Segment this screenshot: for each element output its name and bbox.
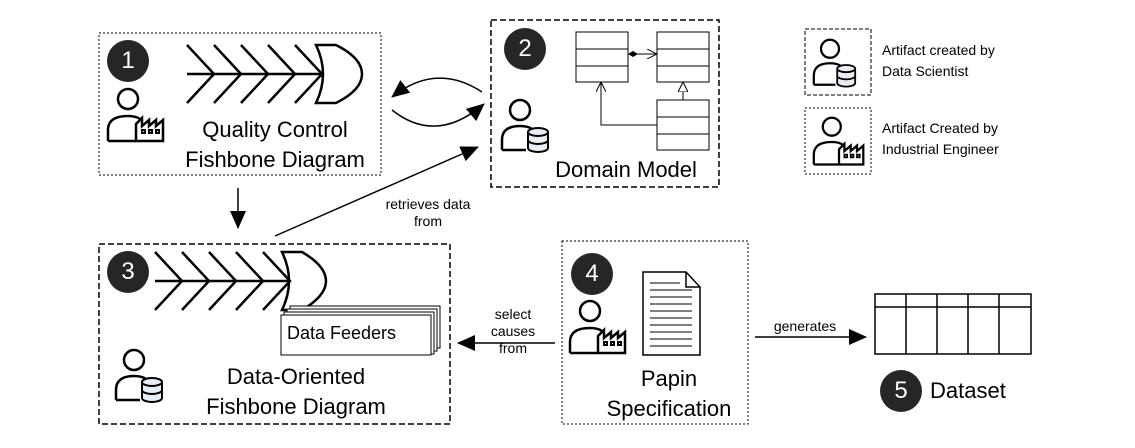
step3-number-badge: 3 (107, 251, 149, 293)
legend-ds-line1: Artifact created by (882, 42, 995, 58)
step4-box (561, 240, 749, 425)
arrow-step3-to-step2 (274, 146, 479, 237)
step3-title-line2: Fishbone Diagram (206, 394, 386, 419)
legend-ie-line1: Artifact Created by (882, 120, 998, 136)
step3-title-line1: Data-Oriented (226, 364, 366, 389)
select-causes-label: select causes from (478, 306, 548, 357)
step3-box (98, 243, 451, 425)
step2-title: Domain Model (555, 157, 697, 182)
legend-box-data-scientist (804, 28, 872, 96)
industrial-engineer-icon (568, 299, 627, 355)
step5-number-badge: 5 (880, 370, 922, 412)
step1-title: Quality Control Fishbone Diagram (180, 117, 370, 173)
step3-title: Data-Oriented Fishbone Diagram (176, 364, 416, 420)
retrieves-line2: from (414, 213, 442, 229)
step1-title-line1: Quality Control (202, 117, 348, 142)
data-feeders-label: Data Feeders (287, 323, 397, 343)
industrial-engineer-icon (812, 116, 865, 166)
select-line2: causes (490, 323, 536, 339)
select-line3: from (499, 340, 527, 356)
data-scientist-icon (500, 98, 549, 153)
step1-title-line2: Fishbone Diagram (185, 147, 365, 172)
step1-box (98, 32, 382, 176)
step1-number-badge: 1 (107, 40, 149, 82)
industrial-engineer-icon (106, 87, 165, 143)
cycle-arrow-top (391, 77, 483, 98)
dataset-table-icon (874, 293, 1032, 355)
select-line1: select (494, 306, 532, 322)
data-scientist-icon (812, 38, 857, 88)
fishbone-icon (186, 43, 364, 105)
step4-title-line2: Specification (606, 396, 732, 421)
generates-label: generates (773, 318, 837, 334)
legend-industrial-engineer-text: Artifact Created by Industrial Engineer (882, 118, 999, 160)
step4-title: Papin Specification (594, 366, 744, 422)
retrieves-line1: retrieves data (385, 196, 471, 212)
legend-ie-line2: Industrial Engineer (882, 141, 999, 157)
data-scientist-icon (114, 348, 163, 403)
step4-title-line1: Papin (640, 366, 698, 391)
legend-data-scientist-text: Artifact created by Data Scientist (882, 40, 995, 82)
legend-box-industrial-engineer (804, 107, 872, 175)
step5-title: Dataset (930, 378, 1006, 403)
step2-number-badge: 2 (504, 28, 546, 70)
document-icon (642, 271, 701, 356)
step2-box (490, 19, 720, 188)
step4-number-badge: 4 (571, 253, 613, 295)
domain-model-uml (575, 31, 710, 151)
cycle-arrow-bottom (391, 103, 485, 127)
legend-ds-line2: Data Scientist (882, 63, 969, 79)
fishbone-icon (154, 250, 328, 312)
data-feeders-stack (280, 305, 441, 356)
retrieves-data-label: retrieves data from (368, 196, 488, 230)
